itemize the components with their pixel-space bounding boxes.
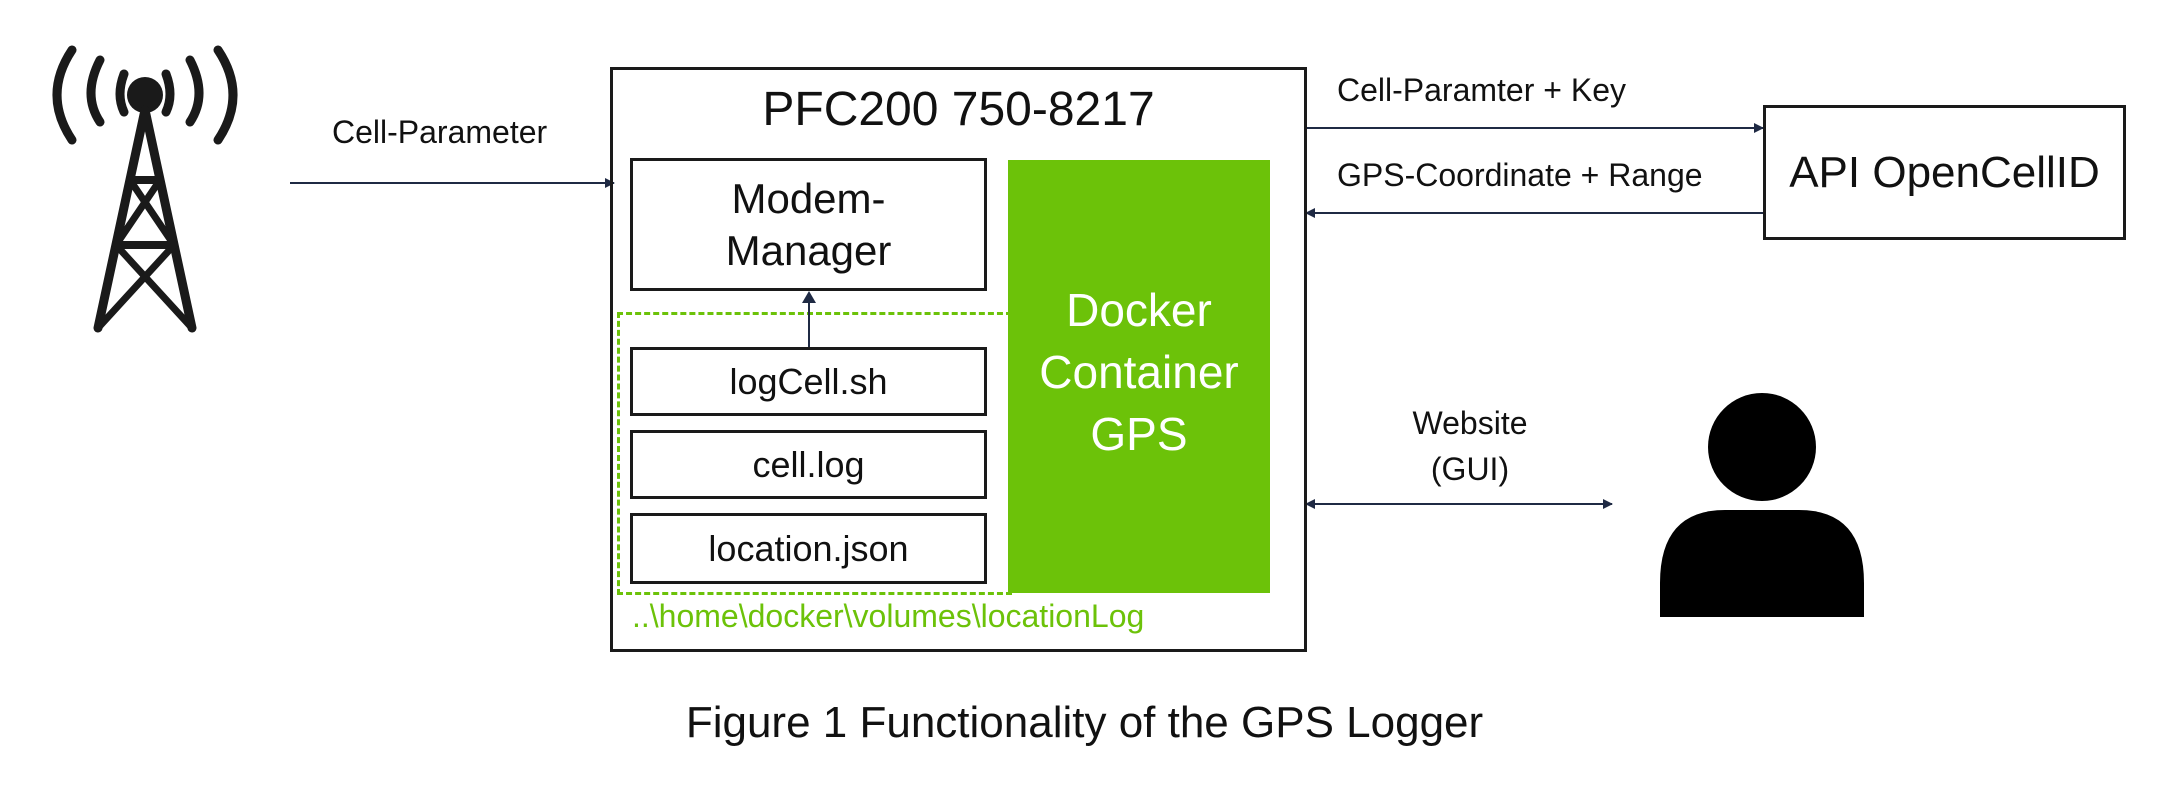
logcell-to-modem-arrow bbox=[808, 300, 810, 348]
file-box-location-json: location.json bbox=[630, 513, 987, 584]
cell-parameter-label: Cell-Parameter bbox=[332, 114, 548, 150]
volume-dashed-box bbox=[617, 312, 1012, 595]
user-icon bbox=[1660, 393, 1864, 617]
figure-caption: Figure 1 Functionality of the GPS Logger bbox=[685, 698, 1484, 747]
file-label-location-json: location.json bbox=[708, 527, 909, 569]
website-label: Website (GUI) bbox=[1412, 405, 1528, 487]
docker-container-label: Docker Container GPS bbox=[1039, 283, 1239, 460]
response-label: GPS-Coordinate + Range bbox=[1337, 157, 1703, 193]
file-label-logcell: logCell.sh bbox=[729, 360, 888, 402]
file-box-logcell: logCell.sh bbox=[630, 347, 987, 416]
api-opencellid-label: API OpenCellID bbox=[1789, 147, 2100, 197]
modem-manager-label: Modem- Manager bbox=[725, 174, 892, 274]
api-opencellid-box: API OpenCellID bbox=[1763, 105, 2126, 240]
docker-container-block: Docker Container GPS bbox=[1008, 160, 1270, 593]
controller-title: PFC200 750-8217 bbox=[762, 83, 1155, 136]
volume-path-label: ..\home\docker\volumes\locationLog bbox=[632, 598, 1145, 634]
modem-manager-box: Modem- Manager bbox=[630, 158, 987, 291]
cell-tower-icon bbox=[52, 45, 238, 333]
file-box-cell-log: cell.log bbox=[630, 430, 987, 499]
controller-box bbox=[610, 67, 1307, 652]
request-label: Cell-Paramter + Key bbox=[1337, 72, 1626, 108]
logcell-to-modem-arrowhead bbox=[802, 291, 816, 303]
file-label-cell-log: cell.log bbox=[752, 443, 865, 485]
